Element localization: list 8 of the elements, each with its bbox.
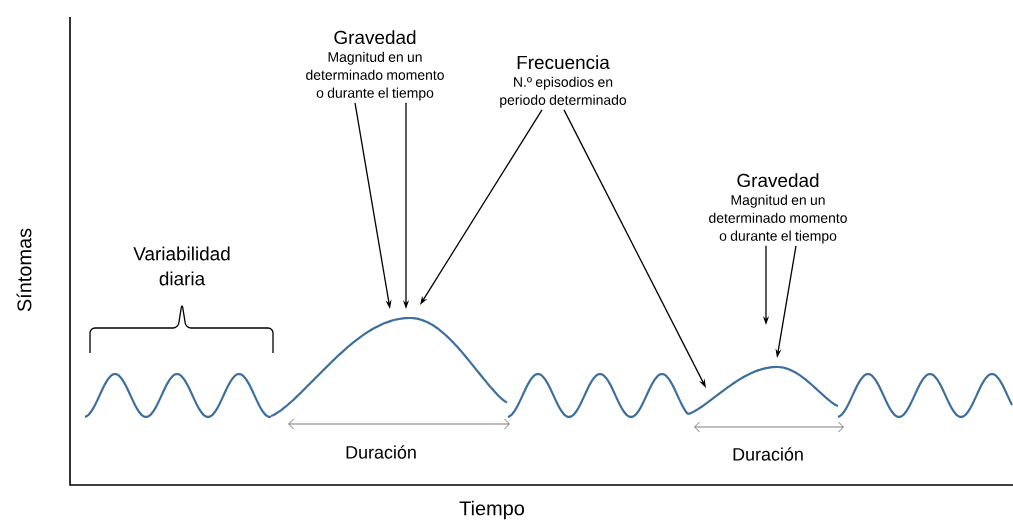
duration-label: Duración [733,447,803,461]
axis-title: Síntomas [16,228,32,312]
annotation-text: Gravedad Magnitud en un determinado momento o durante el tiempo [306,30,444,101]
duration-label: Duración [346,445,416,459]
bracket-label: Variabilidad diaria [133,246,230,286]
axis-title: Tiempo [459,500,524,520]
annotation-text: Gravedad Magnitud en un determinado momento o durante el tiempo [709,173,847,244]
annotation-text: Frecuencia N.º episodios en periodo determinado [500,55,627,108]
